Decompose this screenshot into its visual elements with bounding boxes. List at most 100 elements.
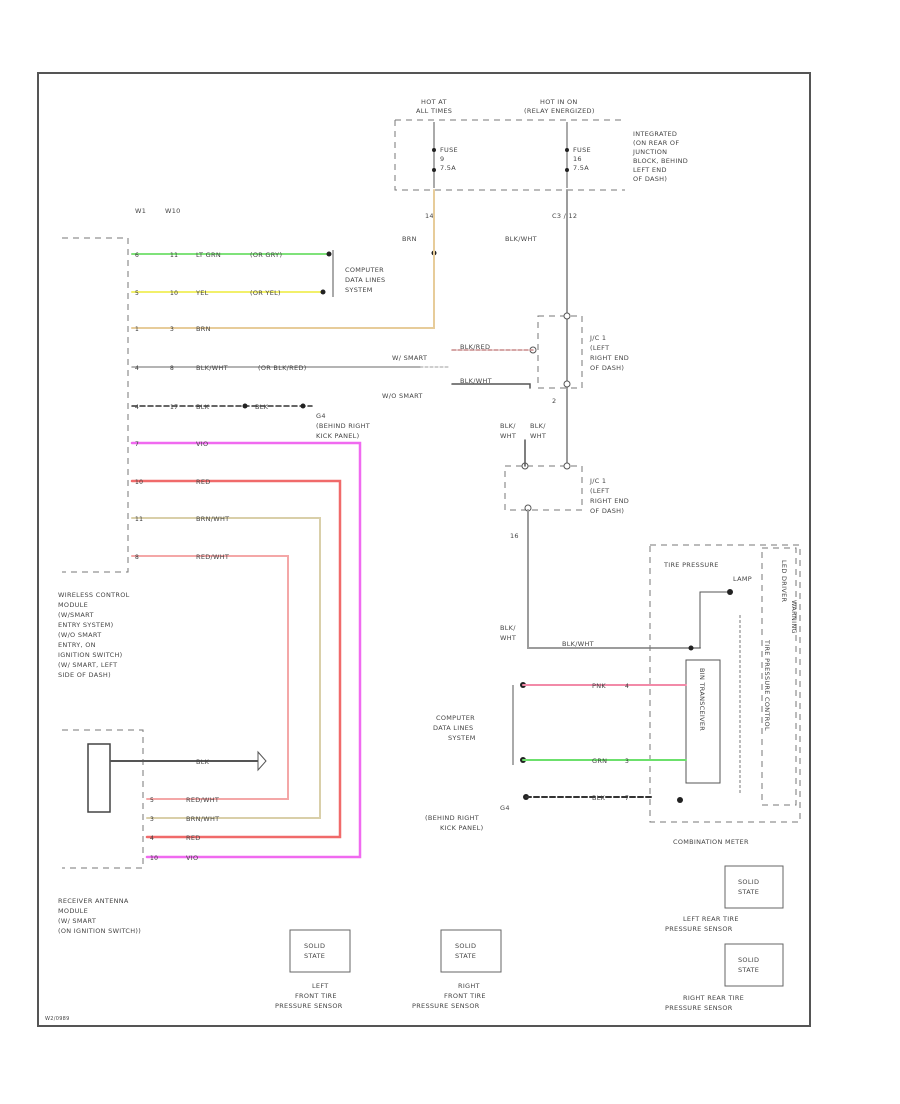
wire-brnwht xyxy=(131,517,321,819)
yel-label: YEL xyxy=(195,289,209,297)
hot-at-all-times-line1: HOT AT xyxy=(421,98,447,106)
tpms-grn-pin: 3 xyxy=(625,758,629,765)
ground-g4-right-1: G4 xyxy=(500,804,510,812)
sensor-rf-1: RIGHT xyxy=(458,982,480,990)
left-wire-group: 6 11 LT GRN (OR GRY) 5 10 YEL (OR YEL) C… xyxy=(130,250,421,859)
yel-alt: (OR YEL) xyxy=(250,289,281,297)
tpms-blkwht-left-2: WHT xyxy=(500,634,516,642)
red-pin: 10 xyxy=(135,479,143,486)
tpms-lamp: LAMP xyxy=(733,575,752,583)
receiver-antenna-module: BLK 5 RED/WHT 3 BRN/WHT 4 RED 10 VIO REC… xyxy=(58,729,267,935)
sensor-right-front: SOLID STATE RIGHT FRONT TIRE PRESSURE SE… xyxy=(412,929,502,1010)
brn-pin: 1 xyxy=(135,326,139,333)
wcm-label-6: ENTRY, ON xyxy=(58,641,96,649)
sensor-rf-box xyxy=(440,929,502,973)
blk-pin: 4 xyxy=(135,404,139,411)
jc2-w16: 16 xyxy=(510,532,519,540)
wire-c2-label: C3 / 12 xyxy=(552,212,577,220)
hot-in-on-line2: (RELAY ENERGIZED) xyxy=(524,107,595,115)
tpms-wire-main: BLK/WHT xyxy=(562,640,594,648)
fuse-left-dot xyxy=(432,148,436,152)
fuse-left-label-3: 7.5A xyxy=(440,164,456,172)
sensor-rr-box xyxy=(724,943,784,987)
ant-pin-3: 4 xyxy=(150,835,154,842)
fuse-right-label-3: 7.5A xyxy=(573,164,589,172)
sensor-lf-state: STATE xyxy=(304,952,325,960)
fuse-left-dot2 xyxy=(432,168,436,172)
sensor-rr-2: PRESSURE SENSOR xyxy=(665,1004,733,1012)
blkwht-pin: 4 xyxy=(135,365,139,372)
ant-pin-1: 5 xyxy=(150,797,154,804)
fuse-right-label-2: 16 xyxy=(573,155,582,163)
jc1-outline xyxy=(537,315,583,389)
wcm-label-2: MODULE xyxy=(58,601,88,609)
tpms-blk-pin: 7 xyxy=(625,795,629,802)
tpms-pnk-label: PNK xyxy=(592,682,606,690)
tpms-ground-dot xyxy=(677,797,683,803)
ground-g4-1: G4 xyxy=(316,412,326,420)
antenna-label-1: RECEIVER ANTENNA xyxy=(58,897,129,905)
ant-pin-4: 10 xyxy=(150,855,158,862)
wcm-conn-a: W1 xyxy=(135,207,146,215)
wcm-label-9: SIDE OF DASH) xyxy=(58,671,111,679)
jc1-label-1: J/C 1 xyxy=(589,334,606,342)
sensor-lr-2: PRESSURE SENSOR xyxy=(665,925,733,933)
antenna-label-3: (W/ SMART xyxy=(58,917,96,925)
tpms-grn-label: GRN xyxy=(592,757,607,765)
wire-blkwht-to-tpms xyxy=(527,509,701,649)
junction-block-label-5: LEFT END xyxy=(633,166,667,174)
wcm-outline xyxy=(62,237,129,573)
shield-ground-icon xyxy=(257,750,267,772)
wire-c1-label: 14 xyxy=(425,212,434,220)
wire-brn-main xyxy=(131,189,435,329)
jc2-outline xyxy=(504,465,583,511)
ground-g4-right-2: (BEHIND RIGHT xyxy=(425,814,479,822)
brnwht-label: BRN/WHT xyxy=(196,515,229,523)
jc1-wire-1: BLK/RED xyxy=(460,343,490,351)
antenna-shield-label: BLK xyxy=(196,758,210,766)
jc2-top-right-pin xyxy=(563,462,571,470)
vio-pin: 7 xyxy=(135,441,139,448)
wcm-label-1: WIRELESS CONTROL xyxy=(58,591,130,599)
sensor-rf-3: PRESSURE SENSOR xyxy=(412,1002,480,1010)
redwht-pin: 8 xyxy=(135,554,139,561)
tpms-warning: WARNING xyxy=(790,600,798,634)
sensor-rf-2: FRONT TIRE xyxy=(444,992,486,1000)
led-driver-box xyxy=(761,547,797,806)
fuse-right-label-1: FUSE xyxy=(573,146,591,154)
antenna-label-4: (ON IGNITION SWITCH)) xyxy=(58,927,141,935)
jc1-w-o-smart: W/O SMART xyxy=(382,392,423,400)
fuse-left-label-1: FUSE xyxy=(440,146,458,154)
junction-block-label-3: JUNCTION xyxy=(632,148,667,156)
redwht-label: RED/WHT xyxy=(196,553,229,561)
tpms-lamp-wire xyxy=(699,591,727,648)
junction-block-outline xyxy=(394,119,625,191)
red-label: RED xyxy=(196,478,211,486)
jc2-label-2: (LEFT xyxy=(590,487,609,495)
combination-meter-label: COMBINATION METER xyxy=(673,838,749,846)
lt-grn-alt: (OR GRY) xyxy=(250,251,282,259)
sensor-lr-1: LEFT REAR TIRE xyxy=(683,915,739,923)
lt-grn-end-dot xyxy=(326,251,332,257)
antenna-label-2: MODULE xyxy=(58,907,88,915)
tpms-lamp-icon xyxy=(727,589,733,595)
jc2-wc: BLK/ xyxy=(530,422,546,430)
blk-dot-1 xyxy=(242,403,248,409)
junction-connector-2: 2 BLK/ WHT BLK/ WHT J/C 1 (LEFT RIGHT EN… xyxy=(500,397,629,540)
ant-label-1: RED/WHT xyxy=(186,796,219,804)
sensor-left-rear: SOLID STATE LEFT REAR TIRE PRESSURE SENS… xyxy=(665,865,784,933)
tpms-data-wires: PNK 4 GRN 3 BLK 7 COMPUTER DATA LINES SY… xyxy=(425,682,687,832)
ant-label-2: BRN/WHT xyxy=(186,815,219,823)
jc2-wa: BLK/ xyxy=(500,422,516,430)
junction-block-label-2: (ON REAR OF xyxy=(633,139,679,147)
ant-pin-2: 3 xyxy=(150,816,154,823)
tpms-pnk-pin: 4 xyxy=(625,683,629,690)
jc2-label-4: OF DASH) xyxy=(590,507,624,515)
blk-label-2: BLK xyxy=(255,403,269,411)
wcm-label-3: (W/SMART xyxy=(58,611,94,619)
blk-label: BLK xyxy=(196,403,210,411)
blkwht-label: BLK/WHT xyxy=(196,364,228,372)
wire-red xyxy=(130,479,342,839)
sensor-rf-state: STATE xyxy=(455,952,476,960)
